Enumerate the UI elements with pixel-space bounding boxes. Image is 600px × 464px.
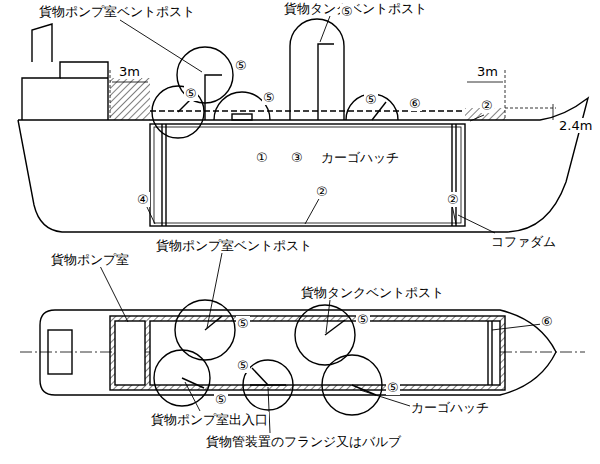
vent-post [205,75,222,120]
vent-post [318,44,334,120]
part-label: 貨物管装置のフランジ又はバルブ [205,434,402,449]
callout-number: ④ [136,192,150,207]
hazard-circle [154,350,210,406]
callout-number: ⑤ [236,316,250,331]
callout-number: ② [446,192,460,207]
dimension-label: 2.4m [558,118,593,133]
dimension-line [505,70,506,120]
plan-view [20,253,585,433]
cargo-tank-region [150,321,500,385]
callout-number: ② [315,184,329,199]
leader-line [452,205,456,224]
hazard-circle [243,360,293,410]
stern-structure [48,330,72,374]
part-label: カーゴハッチ [320,150,400,165]
superstructure-deck [60,77,108,78]
dimension-line [467,82,503,83]
dimension-line [112,82,148,83]
leader-line [100,266,128,322]
leader-line [360,390,410,406]
cofferdam-bulkhead [455,124,456,226]
leader-line [320,16,330,42]
pump-room-bulkhead [165,124,166,226]
hazard-circle [152,86,204,138]
callout-number: ⑤ [214,392,228,407]
radius-line [325,320,345,335]
cofferdam-bulkhead [487,321,488,385]
leader-line [207,253,222,328]
callout-number: ① [255,150,269,165]
callout-number: ⑤ [184,86,198,101]
hazard-zone-outline [290,19,344,120]
callout-number: ⑥ [408,96,422,111]
callout-number: ⑤ [386,380,400,395]
dimension-label: 3m [476,64,499,79]
dimension-line [553,104,554,120]
part-label: 貨物ポンプ室 [50,252,130,267]
hazard-zone [110,78,150,120]
leader-line [185,382,200,411]
hazard-circle [322,355,382,415]
dimension-label: 3m [118,64,141,79]
callout-number: ⑤ [236,358,250,373]
part-label: 貨物タンクベントポスト [300,285,445,300]
cargo-tank-region [150,124,465,226]
part-label: 貨物ポンプ室出入口 [150,412,269,427]
callout-number: ② [480,98,494,113]
part-label: 貨物ポンプ室ベントポスト [155,238,313,253]
hull-side [18,98,588,232]
callout-number: ③ [290,150,304,165]
part-label: 貨物ポンプ室ベントポスト [38,4,196,19]
callout-number: ⑤ [234,58,248,73]
callout-number: ⑥ [540,314,554,329]
leader-line [492,324,542,330]
superstructure [22,62,108,120]
part-label: カーゴハッチ [410,400,490,415]
funnel [32,24,52,62]
dimension-line [505,108,556,109]
part-label: 貨物タンクベントポスト [283,1,428,16]
pump-room [115,321,145,385]
pump-room-bulkhead [161,124,162,226]
cargo-hatch [232,114,252,120]
leader-line [326,300,330,333]
leader-line [146,205,155,224]
side-view [18,16,588,233]
radius-line [252,368,268,385]
cofferdam-bulkhead [491,321,492,385]
leader-line [458,215,495,233]
cargo-tank-inner [154,127,461,223]
part-label: コファダム [490,234,557,249]
leader-line [470,115,484,121]
dimension-line [110,70,111,120]
cofferdam-bulkhead [451,124,452,226]
hazard-circle [175,300,235,360]
callout-number: ⑤ [340,4,354,19]
callout-number: ⑤ [262,90,276,105]
callout-number: ⑤ [356,312,370,327]
leader-line [305,197,320,224]
callout-number: ⑤ [364,92,378,107]
